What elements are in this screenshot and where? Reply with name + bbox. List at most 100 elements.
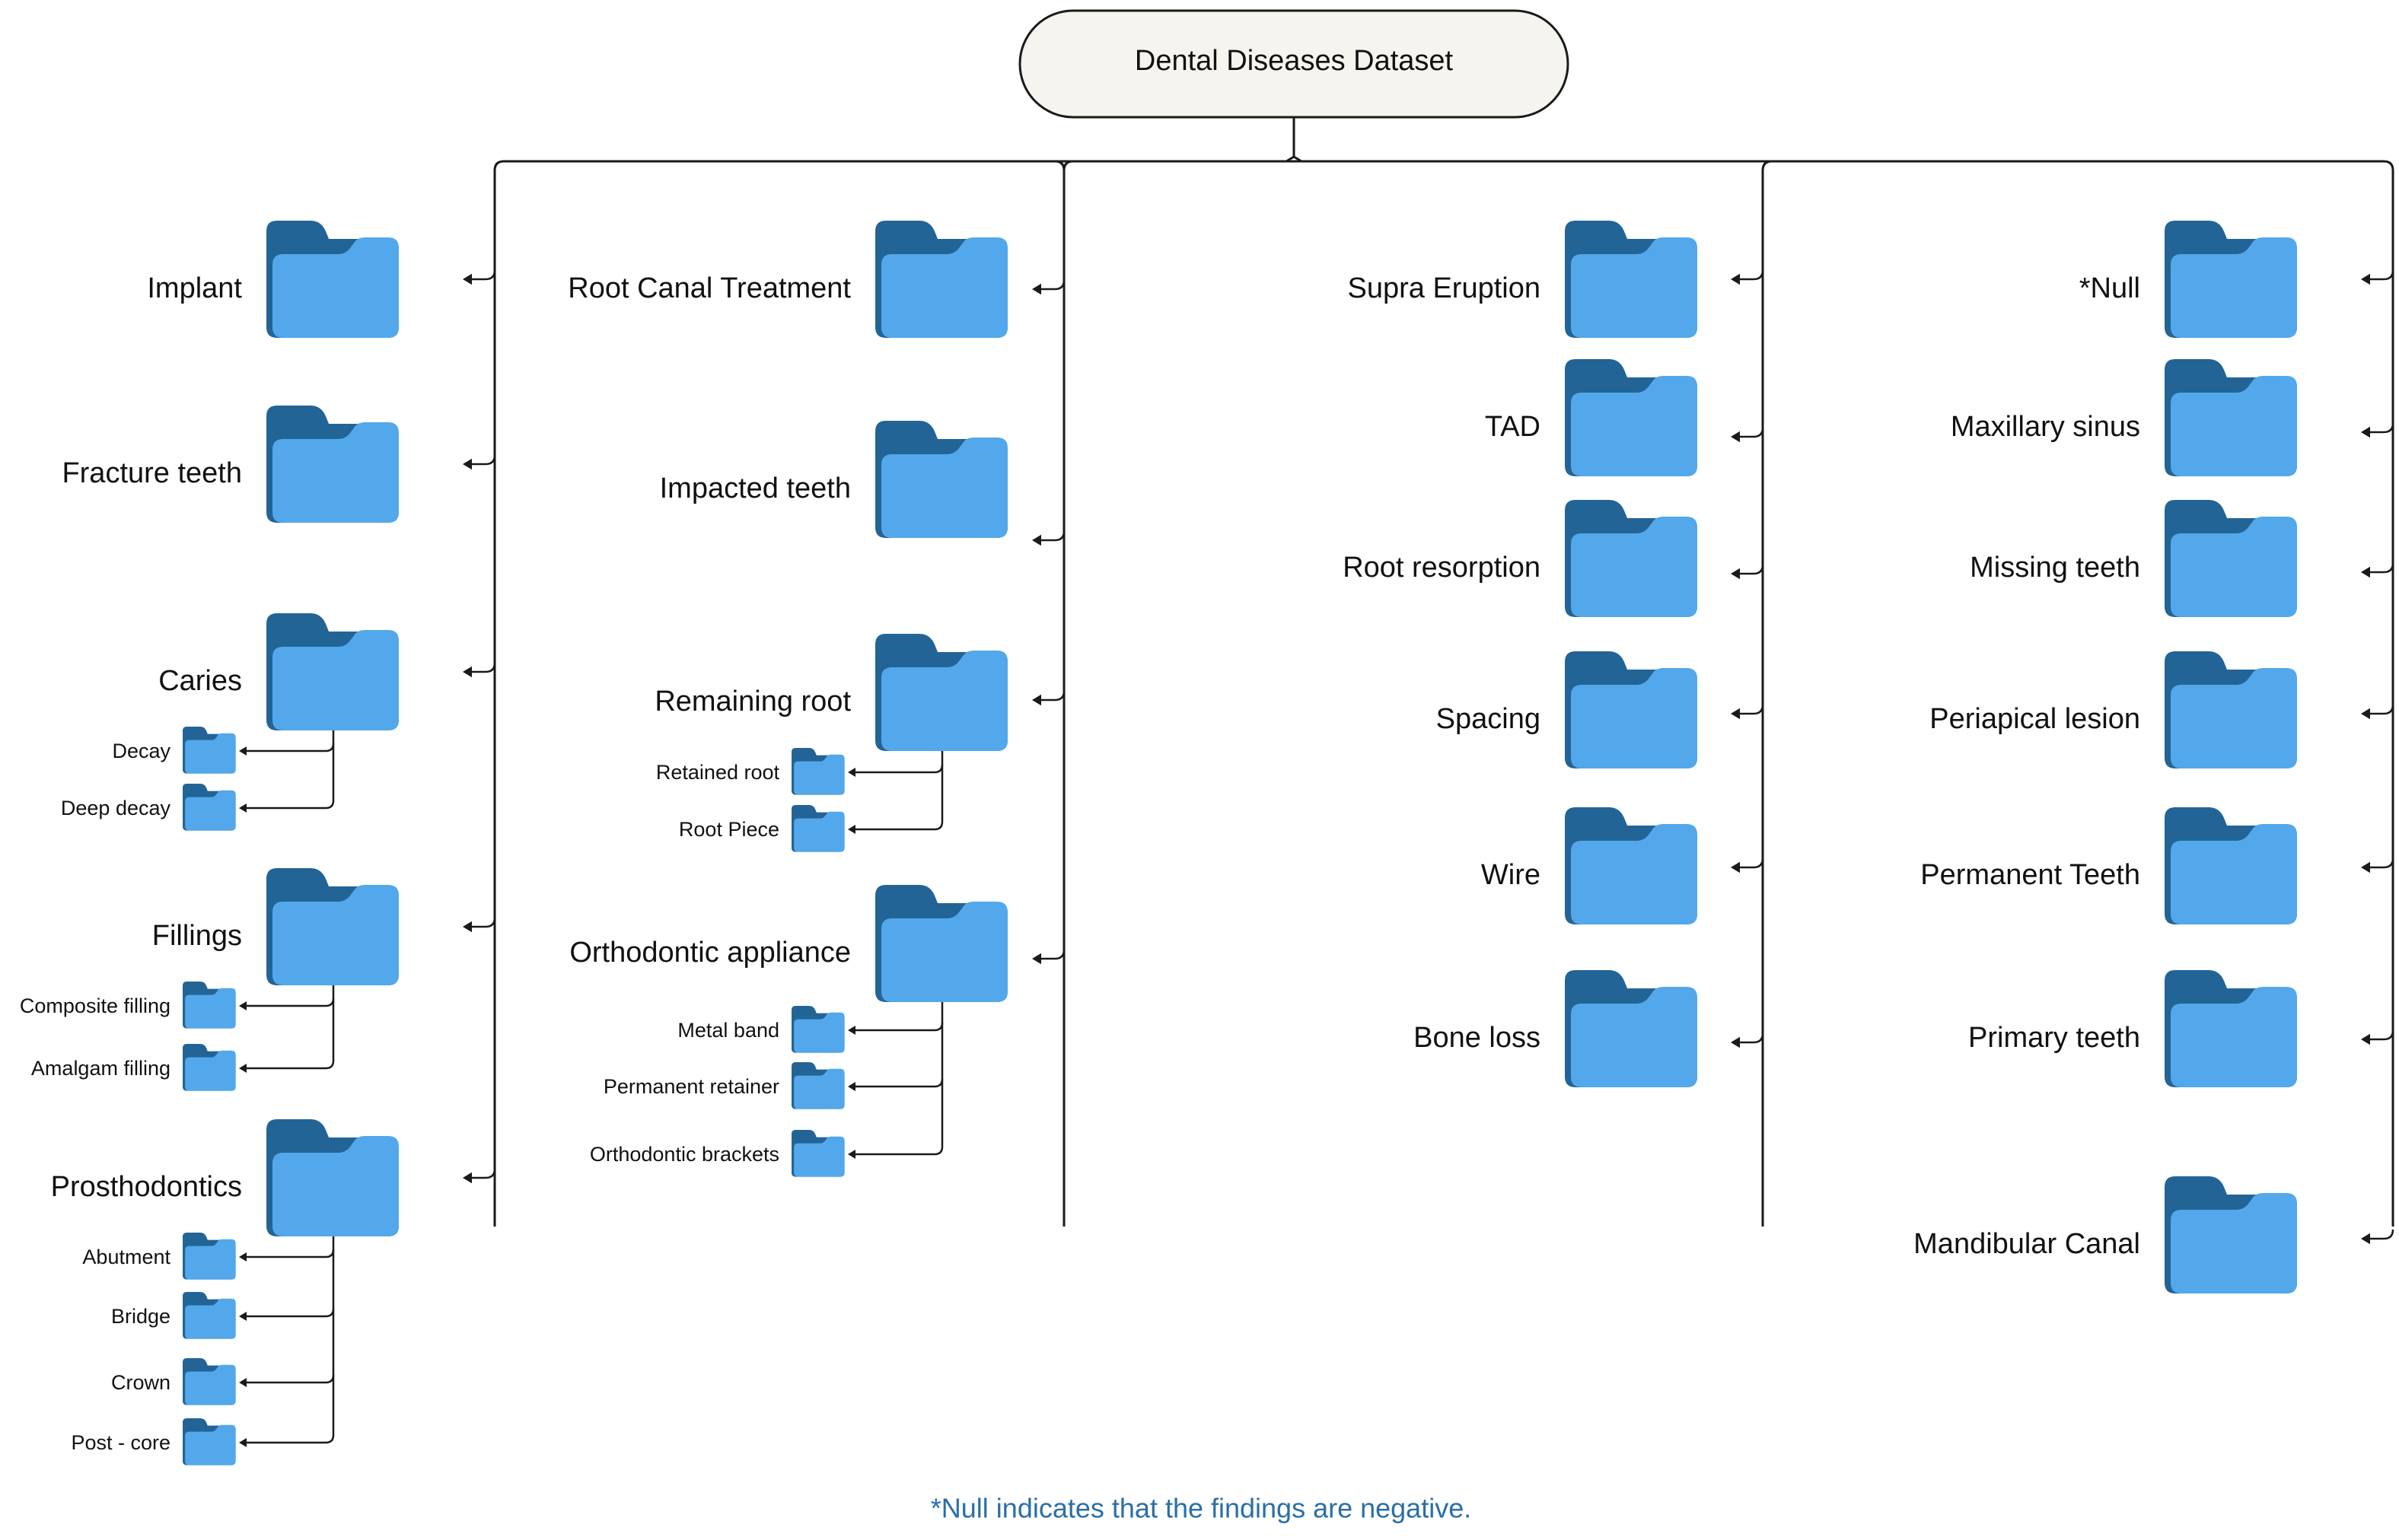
branch-connector [1740,564,1764,575]
sub-connector [247,1434,335,1444]
folder-icon [2165,1176,2297,1293]
arrow-left-icon [2361,273,2370,285]
node-label: Implant [147,272,242,304]
folder-icon [875,221,1008,338]
folder-icon [2165,221,2297,338]
node-label: Wire [1481,859,1540,891]
arrow-left-icon [1032,534,1041,546]
arrow-left-icon [1032,283,1041,295]
branch-connector [2370,1229,2394,1240]
node-label: Crown [111,1371,170,1394]
folder-icon [183,784,236,831]
branch-connector [472,1168,496,1179]
node-label: Amalgam filling [31,1057,170,1080]
branch-connector [1041,949,1066,960]
branch-connector [1740,1032,1764,1044]
arrow-left-icon [463,1172,472,1184]
branch-connector [2370,704,2394,715]
arrow-left-icon [848,1150,855,1159]
arrow-left-icon [1032,694,1041,706]
arrow-left-icon [1032,953,1041,965]
node-label: Root Canal Treatment [568,272,851,304]
sub-connector [247,1060,335,1070]
arrow-left-icon [2361,1033,2370,1045]
folder-icon [1565,970,1697,1087]
column-trunk-corner [1054,160,1066,171]
column-trunk-line [2383,160,2394,1227]
folder-icon [1565,221,1697,338]
folder-icon [792,1130,845,1177]
arrow-left-icon [463,458,472,470]
folder-icon [2165,359,2297,476]
footnote: *Null indicates that the findings are ne… [931,1493,1471,1524]
node-label: Root resorption [1343,552,1540,584]
node-label: Caries [158,665,242,697]
root-stem-junction [1286,155,1302,163]
node-label: Mandibular Canal [1913,1228,2140,1260]
folder-icon [792,805,845,852]
sub-connector [247,743,335,752]
node-label: Bone loss [1413,1022,1540,1054]
node-label: Fracture teeth [62,457,242,489]
folder-icon [2165,651,2297,768]
folder-icon [1565,651,1697,768]
folder-icon [2165,807,2297,924]
branch-connector [2370,422,2394,434]
arrow-left-icon [2361,1233,2370,1245]
sub-connector [247,1374,335,1384]
branch-connector [1740,858,1764,869]
root-node: Dental Diseases Dataset [1018,9,1569,119]
node-label: *Null [2079,272,2140,304]
arrow-left-icon [1731,1036,1740,1048]
folder-icon [792,1006,845,1053]
node-label: Supra Eruption [1348,272,1541,304]
node-label: Periapical lesion [1929,703,2140,735]
node-label: Primary teeth [1968,1022,2140,1054]
root-node-box [1018,9,1569,119]
arrow-left-icon [848,1026,855,1035]
arrow-left-icon [463,921,472,933]
folder-icon [875,421,1008,538]
arrow-left-icon [239,803,247,813]
node-label: Decay [112,740,170,762]
node-label: Maxillary sinus [1951,411,2140,443]
node-label: Permanent Teeth [1920,859,2140,891]
node-label: Orthodontic brackets [590,1143,779,1166]
sub-connector [855,1022,944,1032]
arrow-left-icon [239,746,247,756]
sub-connector [855,1146,944,1156]
branch-connector [2370,1029,2394,1041]
folder-icon [266,868,399,985]
branch-connector [472,454,496,466]
arrow-left-icon [1731,568,1740,580]
arrow-left-icon [1731,273,1740,285]
folder-icon [183,1292,236,1339]
arrow-left-icon [2361,426,2370,438]
folder-icon [183,982,236,1029]
arrow-left-icon [239,1378,247,1387]
node-label: Root Piece [679,818,779,841]
folder-icon [183,1418,236,1465]
node-label: Metal band [677,1019,779,1042]
node-label: Spacing [1436,703,1540,735]
sub-connector [247,998,335,1007]
arrow-left-icon [2361,708,2370,720]
sub-connector [247,1249,335,1258]
branch-connector [2370,562,2394,574]
node-label: TAD [1485,411,1540,443]
arrow-left-icon [2361,566,2370,578]
folder-icon [1565,359,1697,476]
arrow-left-icon [2361,861,2370,873]
node-label: Fillings [152,920,242,952]
column-trunk-line [1761,160,1773,1227]
node-label: Abutment [82,1246,170,1268]
branch-connector [472,917,496,928]
node-label: Bridge [111,1305,170,1328]
arrow-left-icon [848,1082,855,1091]
column-trunk-line [1063,160,1074,1227]
node-label: Missing teeth [1970,552,2140,584]
branch-connector [1041,690,1066,702]
arrow-left-icon [463,666,472,678]
